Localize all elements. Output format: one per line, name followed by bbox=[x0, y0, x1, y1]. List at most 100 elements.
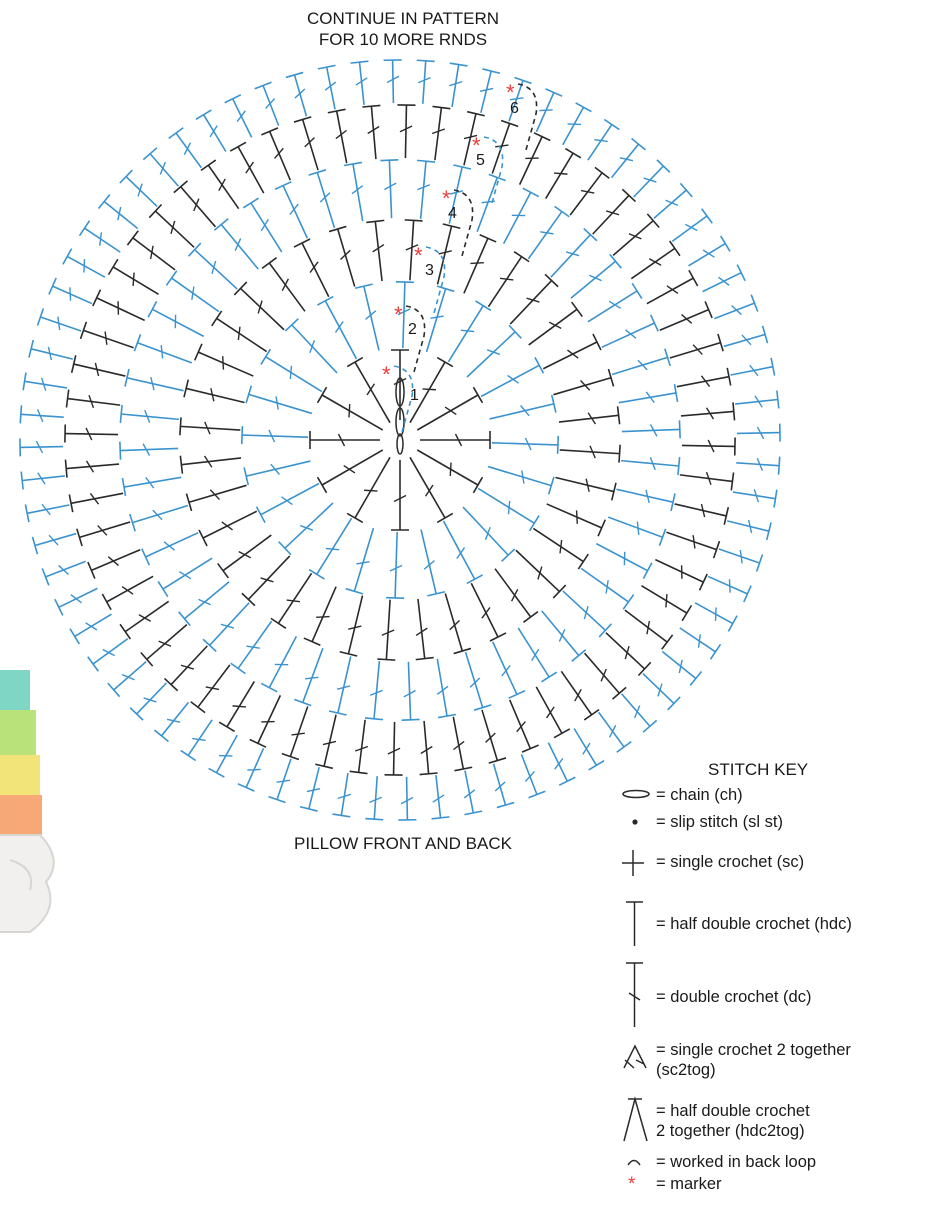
stitch-stem bbox=[654, 190, 686, 218]
stitch-stem bbox=[553, 378, 611, 395]
stitch-top bbox=[350, 771, 368, 773]
stitch-tick bbox=[718, 277, 729, 285]
stitch-stem bbox=[588, 125, 612, 161]
key-label-chain: = chain (ch) bbox=[656, 785, 743, 805]
stitch-stem bbox=[495, 569, 531, 617]
stitch-stem bbox=[560, 450, 620, 454]
stitch-stem bbox=[492, 443, 558, 445]
stitch-key-title: STITCH KEY bbox=[708, 760, 808, 780]
stitch-top bbox=[576, 103, 592, 112]
stitch-top bbox=[632, 139, 646, 150]
stitch-stem bbox=[581, 568, 628, 602]
stitch-tick bbox=[153, 510, 162, 520]
stitch-tick bbox=[198, 599, 210, 604]
stitch-tick bbox=[525, 771, 534, 781]
key-row-sc2tog: = single crochet 2 together (sc2tog) bbox=[620, 1040, 930, 1080]
stitch-stem bbox=[494, 764, 506, 805]
stitch-stem bbox=[407, 777, 408, 820]
stitch-tick bbox=[161, 345, 162, 358]
stitch-tick bbox=[171, 221, 175, 234]
stitch-tick bbox=[292, 733, 305, 735]
stitch-top bbox=[670, 241, 680, 256]
stitch-top bbox=[559, 777, 575, 785]
stitch-top bbox=[632, 283, 642, 298]
stitch-stem bbox=[163, 558, 212, 589]
stitch-stem bbox=[121, 414, 179, 419]
stitch-top bbox=[127, 231, 138, 245]
stitch-stem bbox=[463, 507, 508, 555]
stitch-stem bbox=[290, 706, 307, 756]
stitch-top bbox=[623, 595, 633, 610]
stitch-tick bbox=[310, 340, 315, 353]
single-crochet-icon bbox=[620, 852, 656, 892]
stitch-top bbox=[572, 302, 583, 316]
stitch-stem bbox=[733, 492, 775, 499]
stitch-stem bbox=[317, 172, 334, 227]
stitch-top bbox=[534, 133, 550, 141]
stitch-top bbox=[214, 219, 228, 230]
stitch-stem bbox=[317, 518, 352, 574]
double-crochet-icon bbox=[620, 987, 656, 1027]
stitch-top bbox=[218, 563, 229, 577]
round-number-label: 3 bbox=[425, 262, 434, 279]
stitch-stem bbox=[241, 288, 284, 329]
stitch-stem bbox=[421, 161, 426, 219]
stitch-tick bbox=[133, 273, 134, 286]
stitch-top bbox=[42, 569, 48, 586]
half-double-crochet-icon bbox=[620, 914, 656, 954]
stitch-stem bbox=[488, 467, 551, 486]
stitch-stem bbox=[493, 642, 517, 695]
stitch-tick bbox=[559, 629, 564, 641]
stitch-tick bbox=[237, 111, 245, 122]
stitch-top bbox=[230, 142, 246, 151]
stitch-tick bbox=[300, 526, 313, 531]
stitch-stem bbox=[322, 450, 383, 485]
stitch-tick bbox=[740, 550, 742, 563]
stitch-stem bbox=[386, 600, 390, 660]
key-label-single-crochet: = single crochet (sc) bbox=[656, 852, 804, 872]
stitch-stem bbox=[125, 601, 168, 631]
stitch-tick bbox=[84, 259, 85, 272]
stitch-top bbox=[593, 334, 601, 350]
stitch-top bbox=[255, 82, 272, 88]
stitch-tick bbox=[508, 501, 509, 514]
stitch-tick bbox=[100, 232, 102, 245]
stitch-top bbox=[99, 194, 110, 208]
stitch-stem bbox=[471, 583, 498, 637]
stitch-top bbox=[201, 160, 216, 170]
stitch-top bbox=[555, 206, 570, 216]
stitch-stem bbox=[258, 695, 280, 743]
stitch-tick bbox=[486, 733, 496, 742]
stitch-tick bbox=[625, 646, 629, 659]
stitch-tick bbox=[144, 698, 157, 702]
stitch-tick bbox=[349, 404, 350, 417]
stitch-stem bbox=[520, 137, 542, 185]
stitch-stem bbox=[85, 228, 121, 252]
stitch-tick bbox=[58, 317, 60, 330]
stitch-top bbox=[242, 426, 243, 444]
stitch-stem bbox=[133, 238, 175, 270]
stitch-tick bbox=[584, 606, 588, 619]
stitch-stem bbox=[518, 628, 549, 677]
stitch-top bbox=[689, 270, 698, 286]
stitch-stem bbox=[510, 281, 551, 324]
stitch-top bbox=[610, 254, 621, 268]
stitch-tick bbox=[238, 327, 240, 340]
stitch-stem bbox=[22, 476, 65, 481]
stitch-stem bbox=[74, 364, 126, 376]
round-join-path bbox=[406, 306, 425, 372]
stitch-stem bbox=[137, 343, 191, 363]
stitch-stem bbox=[547, 504, 602, 528]
stitch-tick bbox=[210, 490, 219, 500]
stitch-stem bbox=[680, 475, 733, 482]
stitch-stem bbox=[309, 767, 319, 809]
stitch-stem bbox=[97, 298, 145, 320]
stitch-top bbox=[93, 290, 101, 306]
stitch-tick bbox=[305, 677, 318, 678]
stitch-stem bbox=[266, 357, 322, 392]
round-number-label: 2 bbox=[408, 321, 417, 338]
stitch-stem bbox=[171, 646, 207, 685]
stitch-top bbox=[643, 563, 651, 579]
marker-icon: * bbox=[620, 1174, 656, 1214]
stitch-top bbox=[199, 530, 207, 546]
